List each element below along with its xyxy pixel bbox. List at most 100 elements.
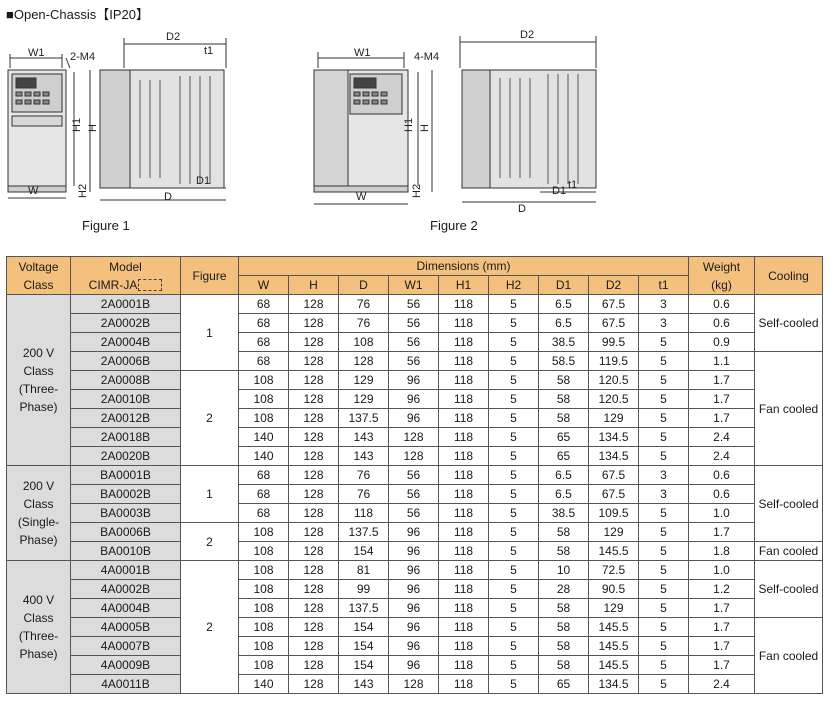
dim-cell-d1: 58.5 [538,351,589,371]
dim-cell-t1: 5 [638,522,689,542]
dim-cell-d1: 38.5 [538,503,589,523]
weight-cell: 0.6 [688,484,755,504]
header-figure: Figure [180,256,239,295]
model-cell: BA0006B [70,522,181,542]
figure-2-drawing [313,36,597,205]
dim-cell-t1: 5 [638,332,689,352]
dim-cell-w: 140 [238,427,289,447]
dim-cell-h1: 118 [438,655,489,675]
header-dim-h2: H2 [488,275,539,295]
dim-cell-h1: 118 [438,446,489,466]
figure-cell: 2 [180,370,239,466]
dim-label-w1-fig2: W1 [354,47,371,59]
dim-cell-h2: 5 [488,370,539,390]
weight-cell: 1.7 [688,408,755,428]
voltage-class-line: Class [23,364,54,378]
weight-cell: 1.7 [688,617,755,637]
header-dim-d2: D2 [588,275,639,295]
weight-cell: 1.7 [688,636,755,656]
dim-cell-t1: 3 [638,484,689,504]
model-cell: BA0002B [70,484,181,504]
dim-cell-w: 68 [238,351,289,371]
dim-label-w-fig2: W [356,191,367,203]
dim-cell-w1: 56 [388,313,439,333]
figure-1-labels: W1 2-M4 W H1 H H2 D2 t1 D1 D [28,31,213,203]
voltage-class-line: (Single- [17,515,60,529]
weight-cell: 1.7 [688,655,755,675]
header-voltage-class: Voltage Class [6,256,71,295]
dim-cell-h2: 5 [488,617,539,637]
dim-cell-d: 137.5 [338,408,389,428]
dim-cell-h2: 5 [488,560,539,580]
dim-cell-d2: 120.5 [588,370,639,390]
dim-cell-t1: 5 [638,370,689,390]
model-cell: BA0001B [70,465,181,485]
dim-cell-d2: 72.5 [588,560,639,580]
figure-1-drawing [7,38,227,201]
dimension-drawings: W1 2-M4 W H1 H H2 D2 t1 D1 D [7,29,597,215]
voltage-class-line: 200 V [22,346,55,360]
dim-cell-d: 129 [338,389,389,409]
header-dim-d: D [338,275,389,295]
dim-cell-h: 128 [288,674,339,694]
dim-cell-d: 143 [338,427,389,447]
dim-cell-h2: 5 [488,541,539,561]
dim-cell-d1: 58 [538,617,589,637]
weight-cell: 1.7 [688,598,755,618]
dim-cell-h: 128 [288,294,339,314]
dim-cell-h2: 5 [488,484,539,504]
dim-cell-h1: 118 [438,484,489,504]
dim-cell-d1: 58 [538,636,589,656]
dim-cell-d: 81 [338,560,389,580]
dim-cell-h1: 118 [438,636,489,656]
dim-cell-h1: 118 [438,598,489,618]
dim-label-d2-fig2: D2 [520,29,534,41]
dim-label-d1: D1 [196,175,210,187]
dim-cell-d2: 134.5 [588,446,639,466]
dim-cell-h: 128 [288,579,339,599]
dim-cell-h1: 118 [438,427,489,447]
dim-cell-d: 154 [338,655,389,675]
dim-cell-w: 68 [238,465,289,485]
dim-cell-d2: 109.5 [588,503,639,523]
voltage-class-line: 200 V [22,479,55,493]
weight-cell: 1.8 [688,541,755,561]
dim-cell-h1: 118 [438,313,489,333]
dim-cell-d1: 65 [538,427,589,447]
model-cell: 4A0004B [70,598,181,618]
dim-label-h: H [87,124,99,132]
dim-cell-w1: 96 [388,560,439,580]
header-weight-line1: Weight [702,259,741,274]
dim-cell-d2: 129 [588,408,639,428]
dim-cell-d1: 38.5 [538,332,589,352]
dim-label-w1: W1 [28,47,45,59]
model-cell: 2A0012B [70,408,181,428]
cooling-cell: Fan cooled [754,541,823,561]
dim-cell-t1: 5 [638,503,689,523]
figure-cell: 1 [180,465,239,523]
voltage-class-line: Phase) [19,400,58,414]
dim-cell-w1: 96 [388,408,439,428]
dim-cell-w: 108 [238,560,289,580]
dim-cell-h1: 118 [438,541,489,561]
dim-cell-w: 68 [238,484,289,504]
dim-cell-d: 137.5 [338,598,389,618]
dim-cell-w1: 56 [388,465,439,485]
dim-cell-t1: 5 [638,408,689,428]
weight-cell: 0.6 [688,313,755,333]
dim-label-2m4: 2-M4 [70,51,95,63]
dim-cell-t1: 5 [638,579,689,599]
dim-label-h2: H2 [77,184,89,198]
cooling-cell: Self-cooled [754,294,823,352]
dim-cell-h: 128 [288,541,339,561]
